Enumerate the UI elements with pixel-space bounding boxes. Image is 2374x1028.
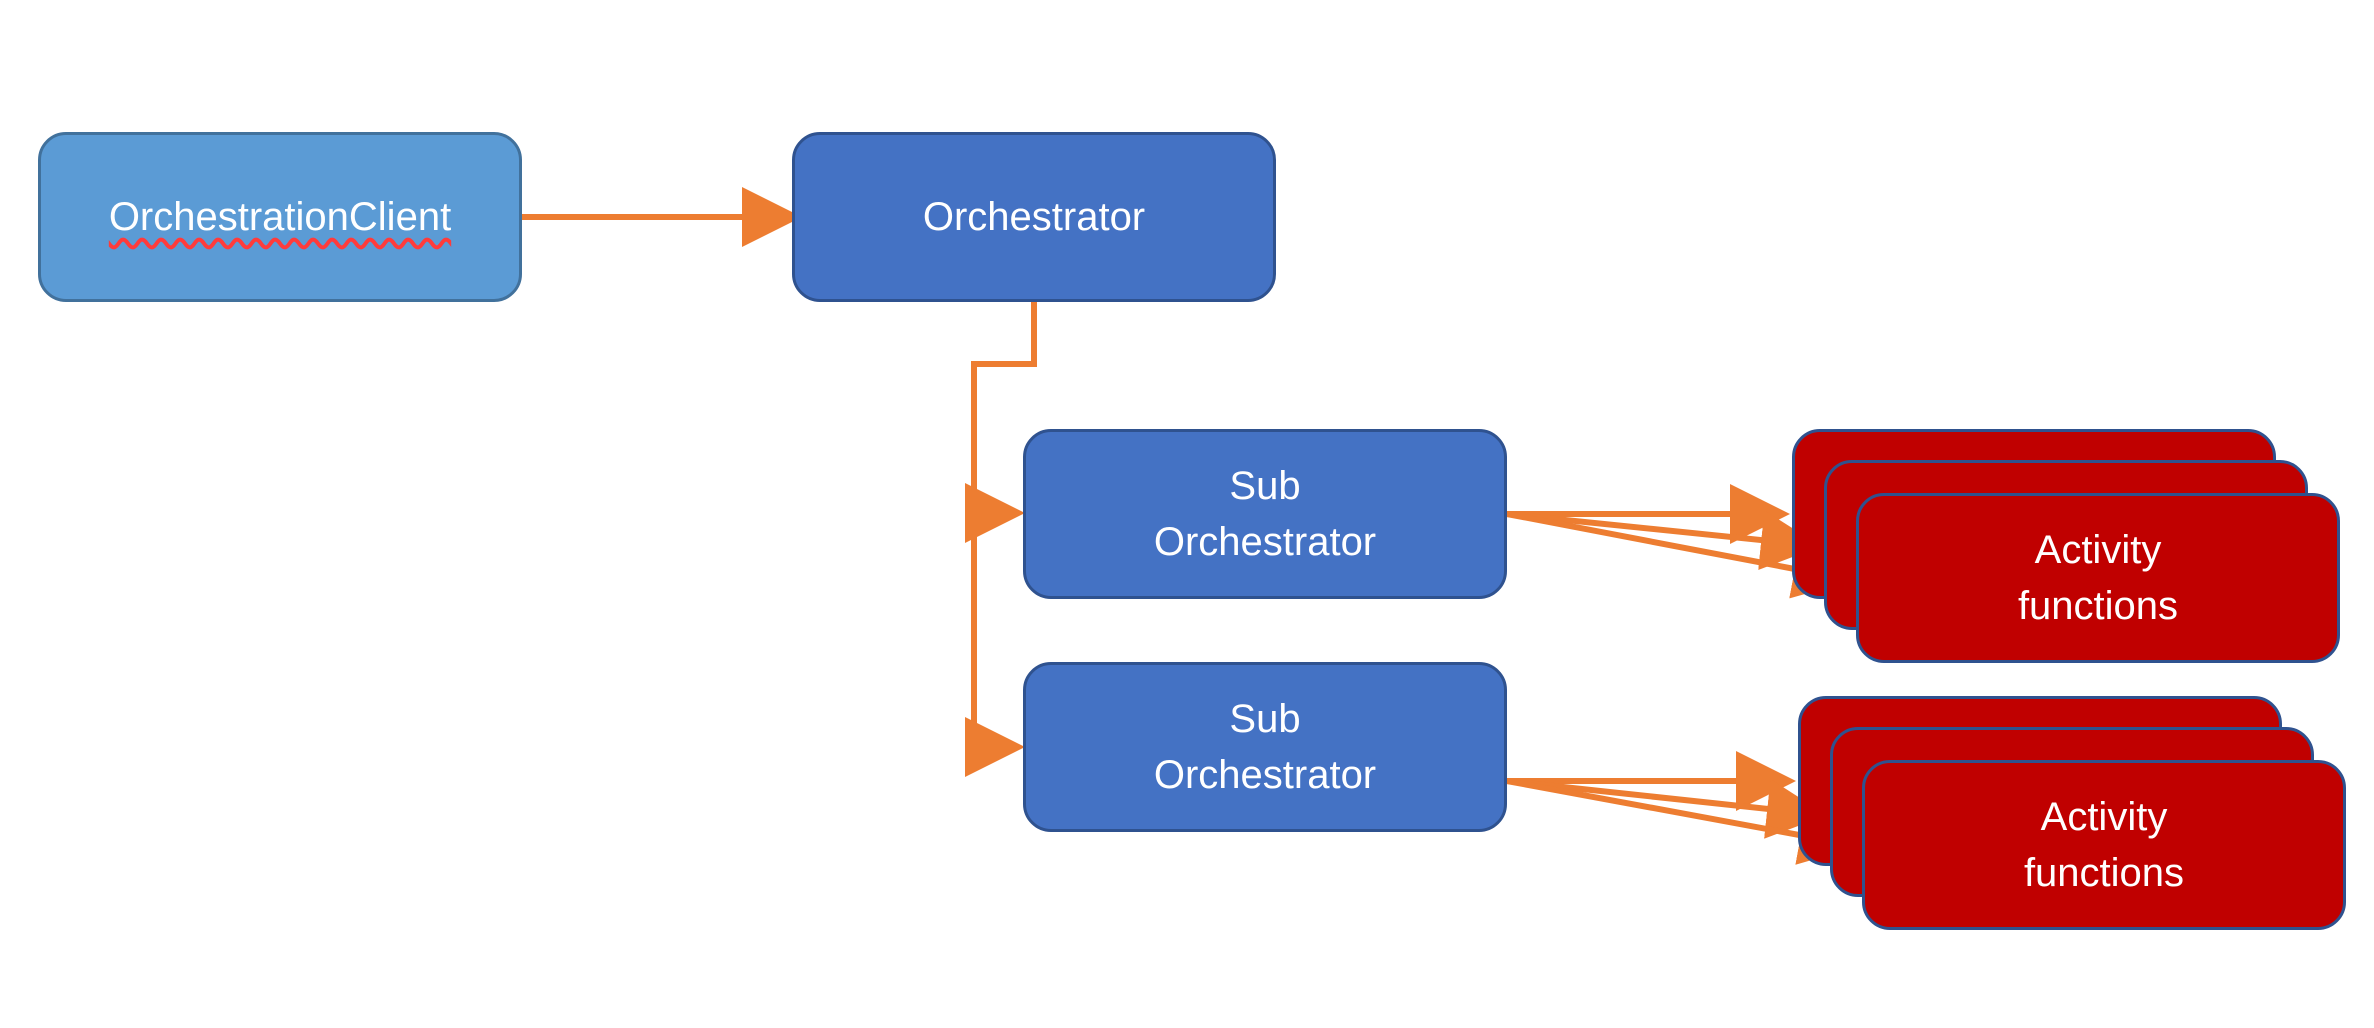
connector-orchestrator-to-subs	[971, 302, 1037, 747]
orchestrator-node: Orchestrator	[792, 132, 1276, 302]
orchestration-client-node: OrchestrationClient	[38, 132, 522, 302]
activity-card-2-front: Activity functions	[1862, 760, 2346, 930]
arrow-sub2-to-activity-c	[1506, 778, 1860, 865]
orchestrator-label: Orchestrator	[922, 195, 1146, 239]
activity-functions-label-2: Activity functions	[2023, 795, 2185, 895]
sub-orchestrator-node-2: Sub Orchestrator	[1023, 662, 1507, 832]
arrow-sub2-to-activity-b	[1506, 778, 1827, 839]
activity-card-1-front: Activity functions	[1856, 493, 2340, 663]
sub-orchestrator-label-2: Sub Orchestrator	[1153, 697, 1377, 797]
orchestration-client-label: OrchestrationClient	[108, 195, 452, 239]
activity-functions-label-1: Activity functions	[2017, 528, 2179, 628]
sub-orchestrator-node-1: Sub Orchestrator	[1023, 429, 1507, 599]
arrow-sub1-to-activity-c	[1506, 511, 1854, 599]
arrow-sub1-to-activity-b	[1506, 510, 1821, 570]
sub-orchestrator-label-1: Sub Orchestrator	[1153, 464, 1377, 564]
